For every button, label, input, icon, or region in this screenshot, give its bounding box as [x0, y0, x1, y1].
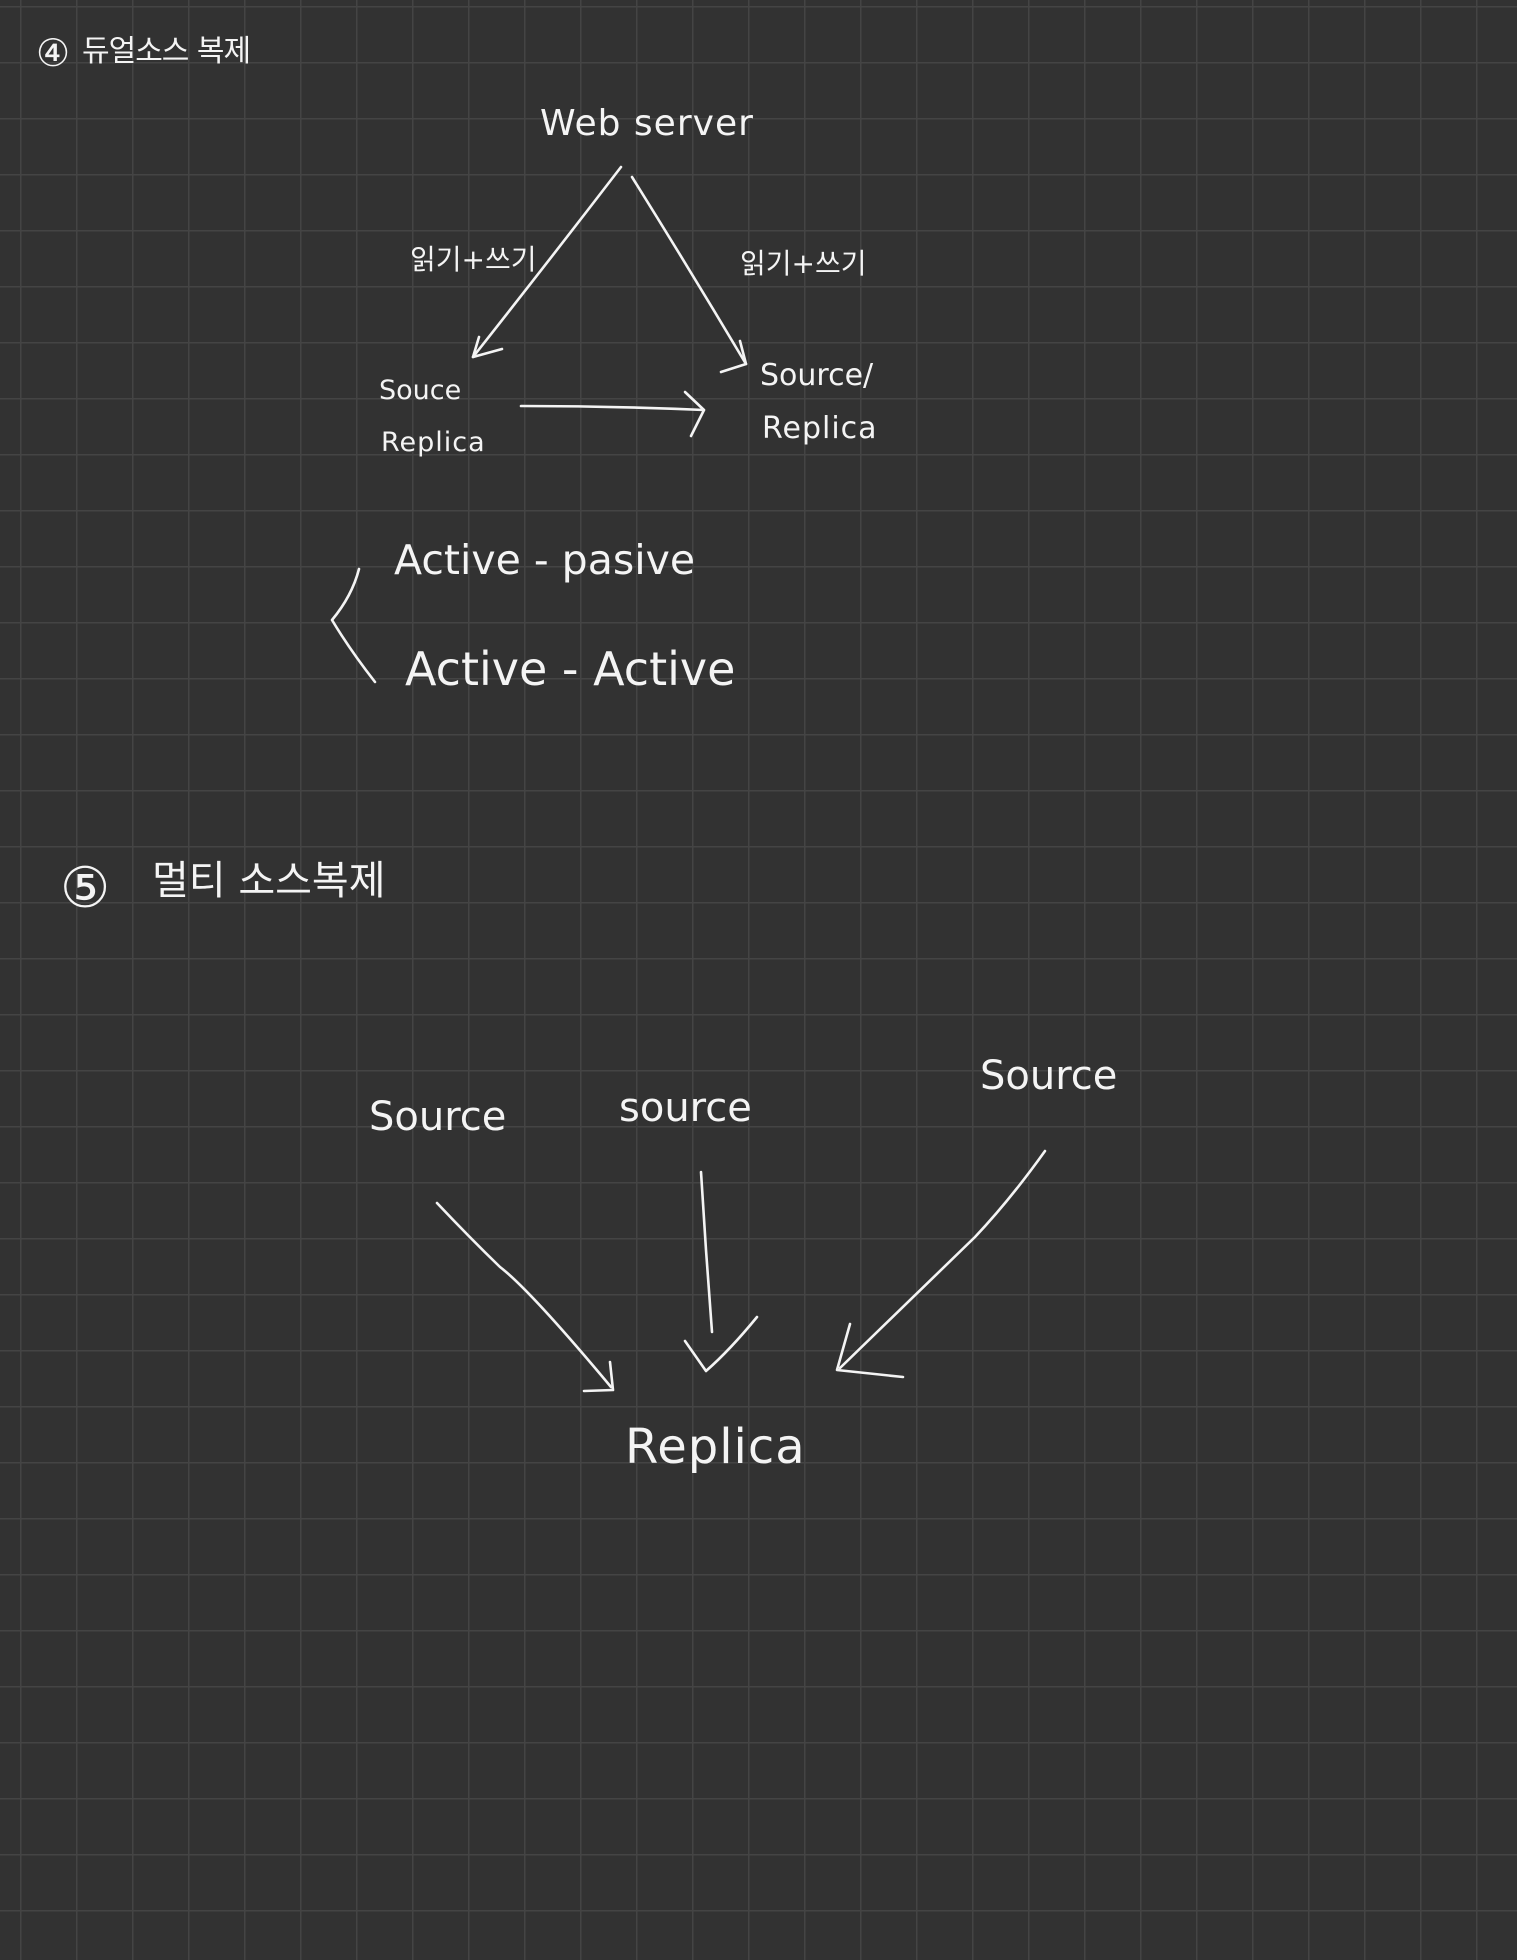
mode-brace: [330, 567, 377, 684]
arrow-source-1-to-replica: [435, 1201, 615, 1393]
arrow-shaft: [699, 1170, 714, 1334]
section-number: ⑤: [60, 856, 111, 921]
arrow-head: [683, 390, 706, 438]
arrow-head: [683, 1315, 759, 1373]
section-title: 멀티 소스복제: [152, 858, 386, 904]
replica-node: Replica: [625, 1419, 806, 1475]
arrow-web-server-to-left-node: [471, 165, 623, 359]
section-title: 듀얼소스 복제: [82, 34, 251, 69]
arrow-source-3-to-replica: [835, 1149, 1047, 1379]
right-node-line2: Replica: [762, 411, 878, 446]
arrow-shaft: [838, 1149, 1047, 1370]
arrow-web-server-to-right-node: [630, 175, 748, 374]
right-node-line1: Source/: [760, 358, 874, 393]
arrow-head: [835, 1322, 905, 1379]
mode-active-active: Active - Active: [405, 642, 736, 696]
arrow-shaft: [519, 404, 706, 412]
left-node-line1: Souce: [379, 375, 462, 406]
arrow-source-2-to-replica: [683, 1170, 759, 1373]
arrow-shaft: [630, 175, 748, 366]
arrow-shaft: [471, 165, 623, 359]
right-edge-label: 읽기+쓰기: [740, 247, 867, 280]
source-node-1: Source: [369, 1094, 507, 1140]
left-node-line2: Replica: [381, 427, 486, 458]
arrow-shaft: [435, 1201, 613, 1389]
left-edge-label: 읽기+쓰기: [410, 243, 537, 276]
source-node-3: Source: [980, 1053, 1118, 1099]
arrow-left-node-to-right-node: [519, 390, 706, 438]
section-number: ④: [36, 31, 71, 75]
web-server-node: Web server: [540, 103, 754, 144]
arrow-head: [582, 1360, 615, 1393]
arrow-head: [471, 335, 504, 359]
source-node-2: source: [619, 1085, 752, 1131]
mode-active-passive: Active - pasive: [394, 536, 696, 584]
arrow-head: [719, 339, 748, 374]
